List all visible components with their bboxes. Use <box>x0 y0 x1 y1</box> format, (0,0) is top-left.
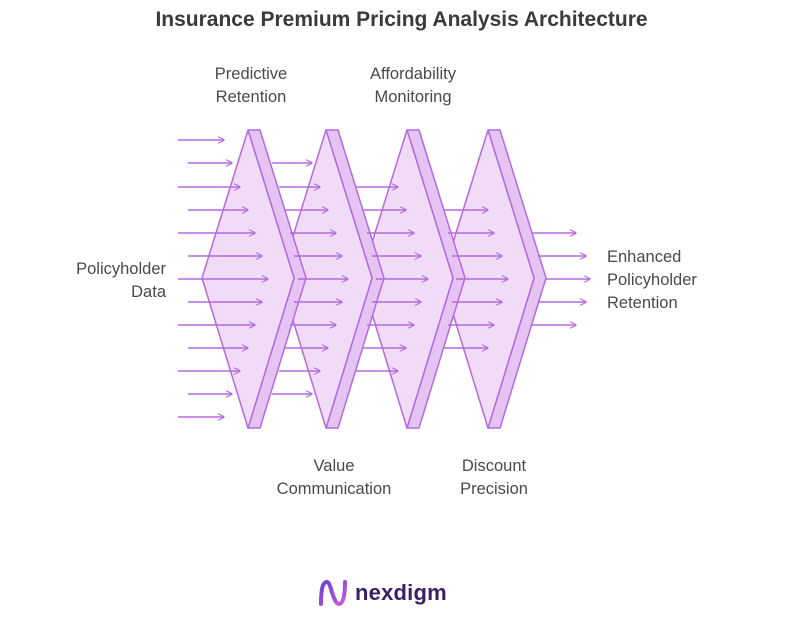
logo-text: nexdigm <box>355 580 447 605</box>
nexdigm-logo-icon <box>319 579 347 607</box>
input-label: Policyholder Data <box>76 260 166 301</box>
output-label: Enhanced Policyholder Retention <box>607 248 697 312</box>
stage3-arrows <box>444 210 508 348</box>
stage4-label: Discount Precision <box>460 457 528 498</box>
stage1-arrows <box>272 163 348 394</box>
stage3-label: Affordability Monitoring <box>370 65 456 106</box>
stage1-label: Predictive Retention <box>214 65 288 106</box>
output-arrows <box>532 233 590 325</box>
input-arrows <box>178 140 268 417</box>
stage2-label: Value Communication <box>276 457 392 498</box>
nexdigm-logo: nexdigm <box>317 576 447 610</box>
stage2-arrows <box>356 187 428 371</box>
diagram-title: Insurance Premium Pricing Analysis Archi… <box>155 8 648 31</box>
